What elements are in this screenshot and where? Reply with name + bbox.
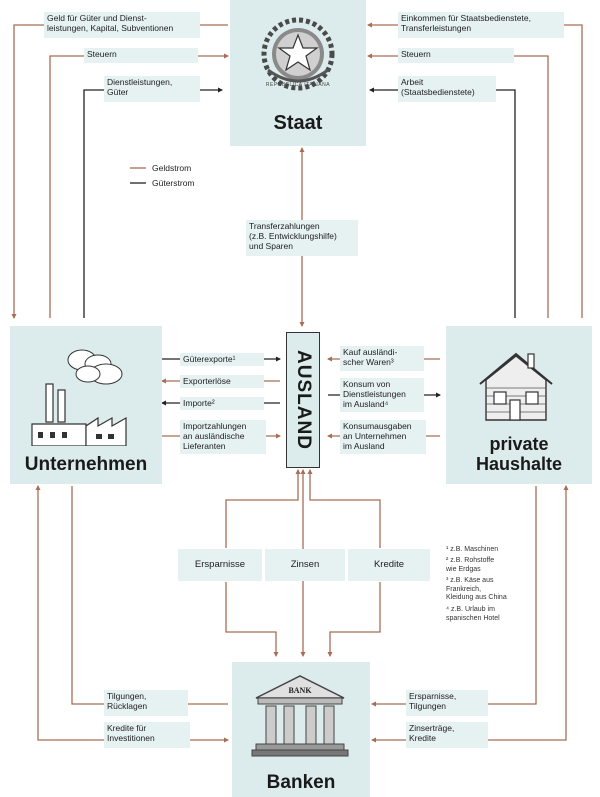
house-icon	[479, 352, 553, 421]
staat-label-steuern-right: Steuern	[398, 48, 514, 63]
legend-goods-label: Güterstrom	[152, 178, 195, 188]
transfer-label: Transferzahlungen (z.B. Entwicklungshilf…	[246, 220, 358, 256]
ausland-label-konsum-dienstleistungen: Konsum von Dienstleistungen im Ausland⁴	[340, 378, 424, 412]
footnote-4: ⁴ z.B. Urlaub im spanischen Hotel	[446, 606, 500, 622]
middle-kredite: Kredite	[348, 549, 430, 581]
ausland-label-importzahlungen: Importzahlungen an ausländische Lieferan…	[180, 420, 266, 454]
staat-label-einkommen: Einkommen für Staatsbedienstete, Transfe…	[398, 12, 564, 38]
middle-ersparnisse: Ersparnisse	[178, 549, 262, 581]
ausland-box	[286, 332, 320, 468]
banken-label-zinsertraege: Zinserträge, Kredite	[406, 722, 488, 748]
staat-label-dienstleistungen: Dienstleistungen, Güter	[104, 76, 200, 102]
staat-emblem-text: REPUBBLICA ITALIANA	[265, 82, 331, 88]
haushalte-title-line2: Haushalte	[475, 454, 563, 474]
ausland-label-importe: Importe²	[180, 397, 264, 410]
ausland-label-gueterexporte: Güterexporte¹	[180, 353, 264, 366]
bank-sign: BANK	[288, 686, 312, 695]
ausland-title: AUSLAND	[293, 350, 315, 450]
banken-label-kredite-investitionen: Kredite für Investitionen	[104, 722, 190, 748]
footnote-3: ³ z.B. Käse aus Frankreich, Kleidung aus…	[446, 577, 507, 601]
staat-label-arbeit: Arbeit (Staatsbedienstete)	[398, 76, 496, 102]
unternehmen-title: Unternehmen	[24, 454, 148, 475]
banken-title: Banken	[266, 772, 336, 793]
ausland-label-exporterloese: Exporterlöse	[180, 375, 264, 388]
middle-zinsen: Zinsen	[265, 549, 345, 581]
footnote-1: ¹ z.B. Maschinen	[446, 546, 499, 553]
staat-label-steuern-left: Steuern	[84, 48, 198, 63]
footnote-2: ² z.B. Rohstoffe wie Erdgas	[446, 557, 495, 573]
legend-money-label: Geldstrom	[152, 163, 192, 173]
factory-icon	[31, 349, 127, 446]
haushalte-title-line1: private	[489, 434, 549, 454]
staat-label-geld: Geld für Güter und Dienst- leistungen, K…	[44, 12, 200, 38]
ausland-label-kauf: Kauf ausländi- scher Waren³	[340, 346, 424, 371]
staat-title: Staat	[273, 112, 323, 134]
banken-label-ersparnisse: Ersparnisse, Tilgungen	[406, 690, 488, 716]
ausland-label-konsumausgaben: Konsumausgaben an Unternehmen im Ausland	[340, 420, 426, 454]
banken-label-tilgungen: Tilgungen, Rücklagen	[104, 690, 188, 716]
bank-building-icon	[251, 675, 349, 757]
staat-emblem-icon	[261, 17, 335, 91]
